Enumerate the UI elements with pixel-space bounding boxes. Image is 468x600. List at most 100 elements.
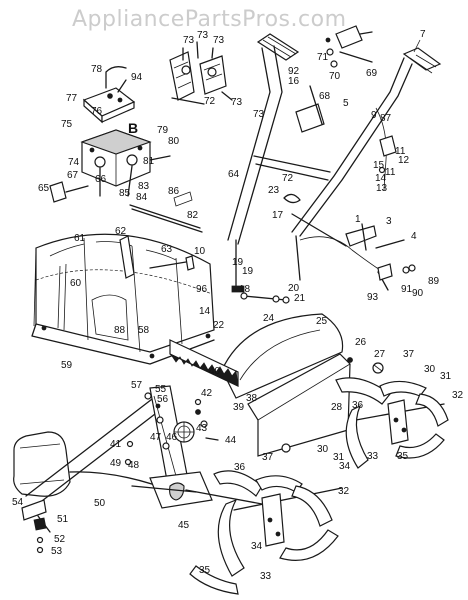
callout-21: 21 (294, 293, 306, 304)
callout-36: 36 (234, 462, 246, 473)
callout-52: 52 (54, 534, 66, 545)
callout-38: 38 (246, 393, 258, 404)
worm-gear (173, 409, 219, 443)
callout-25: 25 (316, 316, 328, 327)
serrated-tine-guard (169, 339, 239, 387)
frame-bolts (124, 392, 202, 466)
callout-87: 87 (380, 113, 392, 124)
callout-63: 63 (161, 244, 173, 255)
callout-54: 54 (12, 497, 24, 508)
callout-5: 5 (343, 98, 349, 109)
callout-34: 34 (251, 541, 263, 552)
control-lever-assembly (169, 41, 233, 105)
callout-94: 94 (131, 72, 143, 83)
callout-41: 41 (110, 439, 122, 450)
callout-37: 37 (403, 349, 415, 360)
callout-35: 35 (199, 565, 211, 576)
callout-24: 24 (263, 313, 275, 324)
callout-33: 33 (367, 451, 379, 462)
callout-32: 32 (338, 486, 350, 497)
callout-20: 20 (288, 283, 300, 294)
callout-36: 36 (352, 400, 364, 411)
callout-58: 58 (138, 325, 150, 336)
callout-86: 86 (168, 186, 180, 197)
callout-91: 91 (401, 284, 413, 295)
tine-set-right (335, 377, 449, 469)
handlebar-frame (227, 33, 442, 293)
watermark-text: AppliancePartsPros.com (72, 7, 347, 32)
callout-1: 1 (355, 214, 361, 225)
callout-35: 35 (397, 451, 409, 462)
callout-81: 81 (143, 156, 155, 167)
callout-77: 77 (66, 93, 78, 104)
callout-60: 60 (70, 278, 82, 289)
callout-47: 47 (150, 432, 162, 443)
callout-66: 66 (95, 174, 107, 185)
spring-and-rod (283, 193, 347, 247)
callout-26: 26 (355, 337, 367, 348)
callout-62: 62 (115, 226, 127, 237)
callout-18: 18 (239, 284, 251, 295)
callout-92: 92 (288, 66, 300, 77)
callout-7: 7 (420, 29, 426, 40)
callout-9: 9 (371, 110, 377, 121)
callout-59: 59 (61, 360, 73, 371)
callout-33: 33 (260, 571, 272, 582)
tiller-frame (13, 385, 263, 509)
callout-73: 73 (197, 30, 209, 41)
callout-40: 40 (209, 366, 221, 377)
callout-37: 37 (262, 452, 274, 463)
callout-22: 22 (213, 320, 225, 331)
callout-64: 64 (228, 169, 240, 180)
tine-set-left (189, 443, 343, 595)
callout-78: 78 (91, 64, 103, 75)
callout-84: 84 (136, 192, 148, 203)
callout-13: 13 (376, 183, 388, 194)
callout-10: 10 (194, 246, 206, 257)
callout-39: 39 (233, 402, 245, 413)
callout-17: 17 (272, 210, 284, 221)
callout-72: 72 (282, 173, 294, 184)
callout-49: 49 (110, 458, 122, 469)
callout-53: 53 (51, 546, 63, 557)
callout-34: 34 (339, 461, 351, 472)
callout-15: 15 (373, 160, 385, 171)
callout-14: 14 (375, 173, 387, 184)
callout-31: 31 (440, 371, 452, 382)
callout-46: 46 (166, 432, 178, 443)
callout-61: 61 (74, 233, 86, 244)
callout-16: 16 (288, 76, 300, 87)
callout-71: 71 (317, 52, 329, 63)
callout-B: B (128, 120, 138, 136)
axle-rod-82 (129, 191, 203, 233)
callout-30: 30 (317, 444, 329, 455)
callout-28: 28 (331, 402, 343, 413)
callout-79: 79 (157, 125, 169, 136)
callout-14: 14 (199, 306, 211, 317)
callout-73: 73 (213, 35, 225, 46)
callout-73: 73 (231, 97, 243, 108)
callout-88: 88 (114, 325, 126, 336)
callout-65: 65 (38, 183, 50, 194)
callout-19: 19 (242, 266, 254, 277)
wheel-hardware (21, 499, 51, 554)
callout-12: 12 (398, 155, 410, 166)
callout-69: 69 (366, 68, 378, 79)
callout-27: 27 (374, 349, 386, 360)
callout-80: 80 (168, 136, 180, 147)
callout-19: 19 (232, 257, 244, 268)
callout-83: 83 (138, 181, 150, 192)
callout-82: 82 (187, 210, 199, 221)
callout-50: 50 (94, 498, 106, 509)
callout-72: 72 (204, 96, 216, 107)
callout-3: 3 (386, 216, 392, 227)
callout-70: 70 (329, 71, 341, 82)
callout-32: 32 (452, 390, 464, 401)
callout-44: 44 (225, 435, 237, 446)
control-cable-right (299, 107, 416, 291)
depth-bar-parts (119, 235, 195, 279)
callout-48: 48 (128, 460, 140, 471)
transmission-housing-b (49, 129, 171, 203)
